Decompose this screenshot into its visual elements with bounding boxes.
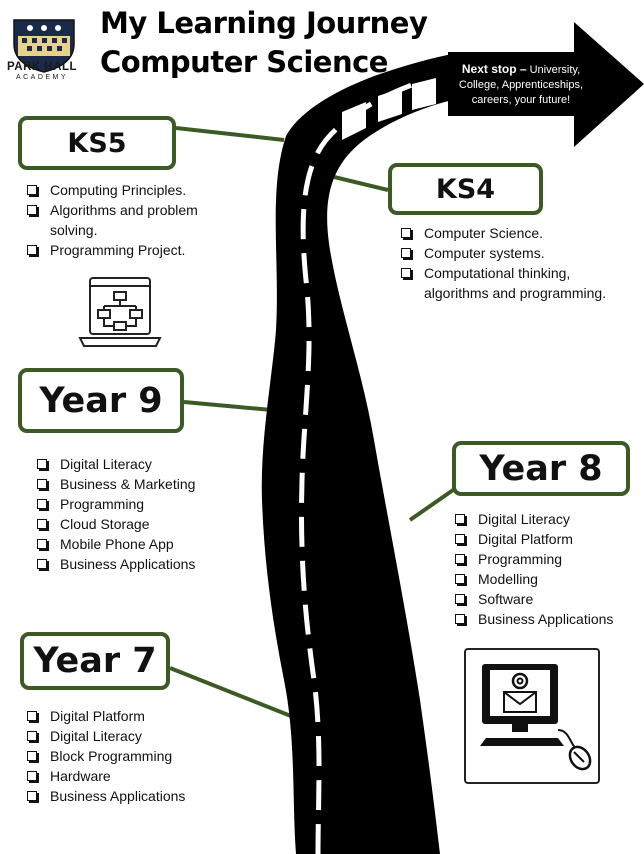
road-marking xyxy=(299,79,421,854)
list-item: Digital Literacy xyxy=(452,509,642,529)
stage-year-7-label: Year 7 xyxy=(33,641,157,681)
computer-email-graphic xyxy=(480,664,592,771)
list-item: Software xyxy=(452,589,642,609)
stage-year-8: Year 8 xyxy=(452,441,630,496)
list-item: Digital Literacy xyxy=(24,726,224,746)
next-stop-arrow xyxy=(448,22,644,147)
list-item: Business Applications xyxy=(452,609,642,629)
list-item: Computer systems. xyxy=(398,243,608,263)
computer-email-icon xyxy=(464,648,600,784)
next-stop-label: Next stop – xyxy=(461,62,527,76)
list-item: Digital Literacy xyxy=(34,454,244,474)
stage-ks4-label: KS4 xyxy=(435,173,496,205)
next-stop-detail: University, College, Apprenticeships, ca… xyxy=(458,64,584,106)
page-title: My Learning Journey xyxy=(100,6,428,40)
list-item: Block Programming xyxy=(24,746,224,766)
stage-ks5: KS5 xyxy=(18,116,176,170)
list-item: Business Applications xyxy=(24,786,224,806)
stage-year-9-label: Year 9 xyxy=(39,380,163,421)
stage-ks4: KS4 xyxy=(388,163,543,215)
list-item: Cloud Storage xyxy=(34,514,244,534)
ks4-topic-list: Computer Science. Computer systems. Comp… xyxy=(398,223,608,303)
stage-year-8-label: Year 8 xyxy=(479,448,603,489)
list-item: Computer Science. xyxy=(398,223,608,243)
list-item: Digital Platform xyxy=(24,706,224,726)
school-name: PARK HALL xyxy=(6,61,78,73)
list-item: Computational thinking, algorithms and p… xyxy=(398,263,608,303)
list-item: Computing Principles. xyxy=(24,180,224,200)
year-8-topic-list: Digital Literacy Digital Platform Progra… xyxy=(452,509,642,629)
code-flowchart-icon xyxy=(78,277,162,347)
list-item: Business Applications xyxy=(34,554,244,574)
page-subtitle: Computer Science xyxy=(100,45,388,79)
list-item: Programming xyxy=(34,494,244,514)
list-item: Modelling xyxy=(452,569,642,589)
next-stop-text: Next stop – University, College, Apprent… xyxy=(450,62,592,108)
school-subtitle: ACADEMY xyxy=(15,74,69,81)
list-item: Hardware xyxy=(24,766,224,786)
year-7-topic-list: Digital Platform Digital Literacy Block … xyxy=(24,706,224,806)
list-item: Digital Platform xyxy=(452,529,642,549)
list-item: Mobile Phone App xyxy=(34,534,244,554)
list-item: Algorithms and problem solving. xyxy=(24,200,224,240)
list-item: Programming Project. xyxy=(24,240,224,260)
list-item: Business & Marketing xyxy=(34,474,244,494)
list-item: Programming xyxy=(452,549,642,569)
stage-year-7: Year 7 xyxy=(20,632,170,690)
school-crest-icon xyxy=(13,19,75,73)
stage-year-9: Year 9 xyxy=(18,368,184,433)
year-9-topic-list: Digital Literacy Business & Marketing Pr… xyxy=(34,454,244,574)
stage-ks5-label: KS5 xyxy=(67,127,127,159)
ks5-topic-list: Computing Principles. Algorithms and pro… xyxy=(24,180,224,260)
